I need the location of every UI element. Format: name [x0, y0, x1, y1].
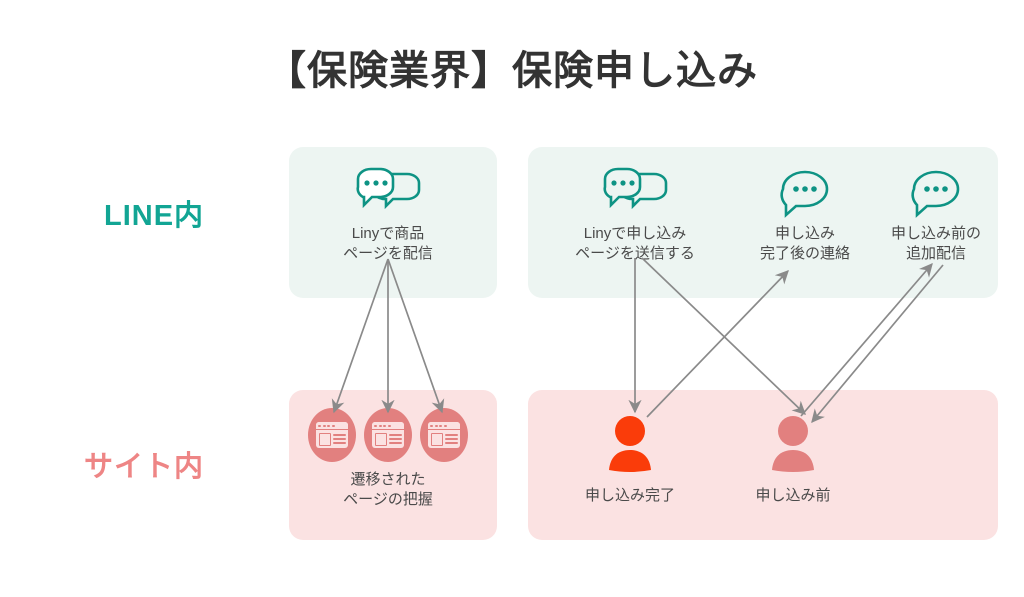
speech-bubble-icon	[725, 160, 885, 218]
row-label-site: サイト内	[84, 451, 205, 483]
browser-window-icon	[308, 408, 356, 462]
caption-line: 申し込み前の	[890, 225, 981, 242]
node-done-caption: 申し込み完了	[550, 486, 710, 506]
caption-line: 遷移された	[350, 471, 426, 488]
node-deliver-caption: Linyで商品 ページを配信	[308, 224, 468, 264]
page-title: 【保険業界】保険申し込み	[266, 49, 758, 93]
browser-window-icon-group	[308, 408, 468, 462]
browser-window-icon	[420, 408, 468, 462]
caption-line: Linyで商品	[351, 225, 425, 242]
caption-line: 追加配信	[905, 244, 966, 262]
node-deliver[interactable]: Linyで商品 ページを配信	[308, 160, 468, 264]
node-send[interactable]: Linyで申し込み ページを送信する	[555, 160, 715, 264]
caption-line: Linyで申し込み	[583, 225, 687, 242]
person-icon	[550, 410, 710, 476]
caption-line: ページの把握	[343, 490, 433, 508]
person-icon	[713, 410, 873, 476]
caption-line: 申し込み	[774, 225, 835, 242]
double-speech-bubble-icon	[308, 160, 468, 218]
node-before[interactable]: 申し込み前	[713, 410, 873, 506]
caption-line: ページを送信する	[575, 244, 695, 262]
speech-bubble-icon	[856, 160, 1016, 218]
browser-window-icon	[364, 408, 412, 462]
node-send-caption: Linyで申し込み ページを送信する	[555, 224, 715, 264]
node-pages[interactable]: 遷移された ページの把握	[308, 408, 468, 510]
node-done[interactable]: 申し込み完了	[550, 410, 710, 506]
caption-line: 申し込み前	[755, 487, 831, 504]
caption-line: ページを配信	[343, 244, 433, 262]
node-preadd-caption: 申し込み前の 追加配信	[856, 224, 1016, 264]
node-preadd[interactable]: 申し込み前の 追加配信	[856, 160, 1016, 264]
double-speech-bubble-icon	[555, 160, 715, 218]
node-contact[interactable]: 申し込み 完了後の連絡	[725, 160, 885, 264]
caption-line: 申し込み完了	[584, 487, 675, 504]
node-before-caption: 申し込み前	[713, 486, 873, 506]
node-pages-caption: 遷移された ページの把握	[308, 470, 468, 510]
row-label-line: LINE内	[104, 200, 205, 232]
